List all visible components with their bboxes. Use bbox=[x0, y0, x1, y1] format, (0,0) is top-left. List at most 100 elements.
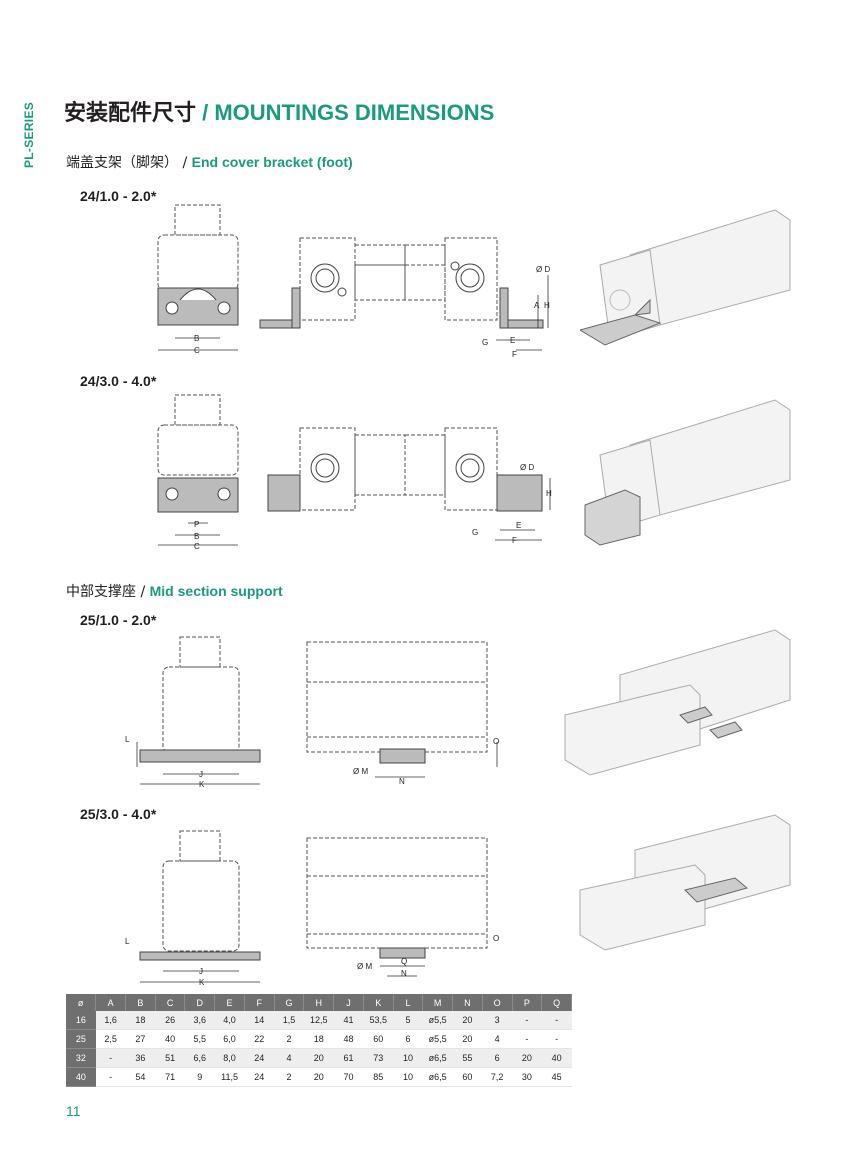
table-cell: 10 bbox=[393, 1067, 423, 1087]
table-cell: 60 bbox=[363, 1029, 394, 1049]
table-cell: 36 bbox=[125, 1048, 156, 1068]
table-cell: 11,5 bbox=[214, 1067, 245, 1087]
table-cell: 20 bbox=[452, 1011, 483, 1030]
table-cell: ø6,5 bbox=[422, 1048, 453, 1068]
section-separator: / bbox=[178, 155, 192, 171]
table-cell: 6 bbox=[393, 1029, 423, 1049]
dim-label-d: Ø D bbox=[520, 463, 534, 472]
section-heading-end-cover: 端盖支架（脚架） / End cover bracket (foot) bbox=[66, 152, 353, 172]
dim-label-n: N bbox=[401, 969, 407, 978]
header-cell: C bbox=[155, 994, 186, 1011]
title-en: MOUNTINGS DIMENSIONS bbox=[214, 100, 495, 125]
row-header-cell: 32 bbox=[66, 1048, 96, 1068]
section-heading-mid-support: 中部支撑座 / Mid section support bbox=[66, 581, 283, 601]
header-cell: M bbox=[422, 994, 454, 1011]
table-cell: 41 bbox=[333, 1011, 364, 1030]
dimensions-table: ø A B C D E F G H J K L M N O P Q 16 1,6… bbox=[66, 994, 572, 1087]
dim-label-f: F bbox=[512, 350, 517, 359]
header-cell: P bbox=[512, 994, 543, 1011]
table-cell: 61 bbox=[333, 1048, 364, 1068]
table-cell: 4 bbox=[482, 1029, 513, 1049]
page-number: 11 bbox=[66, 1103, 81, 1119]
series-side-label: PL-SERIES bbox=[22, 101, 36, 169]
table-cell: 2 bbox=[274, 1029, 304, 1049]
dim-label-l: L bbox=[125, 937, 130, 946]
table-cell: 2 bbox=[274, 1067, 304, 1087]
table-cell: 8,0 bbox=[214, 1048, 245, 1068]
dim-label-p: P bbox=[194, 520, 199, 529]
table-row: 25 2,5 27 40 5,5 6,0 22 2 18 48 60 6 ø5,… bbox=[66, 1029, 572, 1049]
table-cell: 1,6 bbox=[95, 1011, 126, 1030]
header-cell: E bbox=[214, 994, 245, 1011]
header-cell: ø bbox=[66, 994, 97, 1011]
table-cell: 6,6 bbox=[184, 1048, 215, 1068]
dim-label-f: F bbox=[512, 536, 517, 545]
table-cell: 40 bbox=[541, 1048, 572, 1068]
dim-label-l: L bbox=[125, 735, 130, 744]
dim-label-o: O bbox=[493, 737, 499, 746]
table-cell: ø5,5 bbox=[422, 1029, 453, 1049]
dim-label-n: N bbox=[399, 777, 405, 786]
dim-label-o: O bbox=[493, 934, 499, 943]
table-cell: - bbox=[95, 1048, 126, 1068]
table-cell: 10 bbox=[393, 1048, 423, 1068]
dim-label-h: H bbox=[544, 301, 550, 310]
table-cell: - bbox=[95, 1067, 126, 1087]
section-cn: 中部支撑座 bbox=[66, 584, 136, 600]
table-cell: 18 bbox=[125, 1011, 156, 1030]
render-mid-support-1 bbox=[564, 629, 791, 776]
table-cell: 70 bbox=[333, 1067, 364, 1087]
header-cell: H bbox=[303, 994, 335, 1011]
table-cell: 24 bbox=[244, 1048, 275, 1068]
header-cell: F bbox=[244, 994, 275, 1011]
header-cell: J bbox=[333, 994, 364, 1011]
render-foot-bracket-2 bbox=[584, 399, 791, 546]
render-mid-support-2 bbox=[579, 814, 791, 951]
table-cell: 12,5 bbox=[303, 1011, 334, 1030]
table-cell: 30 bbox=[512, 1067, 542, 1087]
variant-label-24-3: 24/3.0 - 4.0* bbox=[80, 373, 157, 389]
dim-label-j: J bbox=[199, 770, 203, 779]
dim-label-e: E bbox=[510, 336, 515, 345]
dim-label-b: B bbox=[194, 532, 199, 541]
table-row: 32 - 36 51 6,6 8,0 24 4 20 61 73 10 ø6,5… bbox=[66, 1048, 572, 1068]
table-cell: 5 bbox=[393, 1011, 423, 1030]
dim-label-q: Q bbox=[401, 957, 407, 966]
variant-label-25-1: 25/1.0 - 2.0* bbox=[80, 612, 157, 628]
dim-label-k: K bbox=[199, 978, 205, 987]
title-cn: 安装配件尺寸 bbox=[64, 100, 197, 125]
table-cell: 51 bbox=[155, 1048, 185, 1068]
table-cell: 6,0 bbox=[214, 1029, 245, 1049]
table-cell: 7,2 bbox=[482, 1067, 513, 1087]
dim-label-b: B bbox=[194, 334, 199, 343]
dim-label-k: K bbox=[199, 780, 205, 789]
page-title: 安装配件尺寸 / MOUNTINGS DIMENSIONS bbox=[64, 95, 494, 127]
header-cell: O bbox=[482, 994, 513, 1011]
table-cell: 14 bbox=[244, 1011, 275, 1030]
table-cell: - bbox=[512, 1029, 542, 1049]
dim-label-h: H bbox=[546, 489, 552, 498]
table-cell: - bbox=[512, 1011, 542, 1030]
section-cn: 端盖支架（脚架） bbox=[66, 155, 178, 171]
table-cell: 60 bbox=[452, 1067, 483, 1087]
dim-label-j: J bbox=[199, 967, 203, 976]
section-en: Mid section support bbox=[149, 583, 283, 599]
table-cell: 4 bbox=[274, 1048, 304, 1068]
header-cell: D bbox=[184, 994, 216, 1011]
table-cell: ø6,5 bbox=[422, 1067, 453, 1087]
section-separator: / bbox=[136, 584, 150, 600]
dim-label-d: Ø D bbox=[536, 265, 550, 274]
dim-label-g: G bbox=[472, 528, 478, 537]
row-header-cell: 16 bbox=[66, 1011, 96, 1030]
table-cell: ø5,5 bbox=[422, 1011, 453, 1030]
drawing-mid-support-1: J K L Ø M N O bbox=[125, 636, 499, 789]
table-cell: 26 bbox=[155, 1011, 185, 1030]
table-cell: 48 bbox=[333, 1029, 364, 1049]
table-cell: 40 bbox=[155, 1029, 185, 1049]
dim-label-m: Ø M bbox=[353, 767, 368, 776]
table-cell: 54 bbox=[125, 1067, 156, 1087]
table-row: 16 1,6 18 26 3,6 4,0 14 1,5 12,5 41 53,5… bbox=[66, 1011, 572, 1030]
table-cell: 20 bbox=[303, 1048, 334, 1068]
dim-label-e: E bbox=[516, 521, 521, 530]
drawing-mid-support-2: J K L Ø M Q N O bbox=[125, 830, 499, 987]
